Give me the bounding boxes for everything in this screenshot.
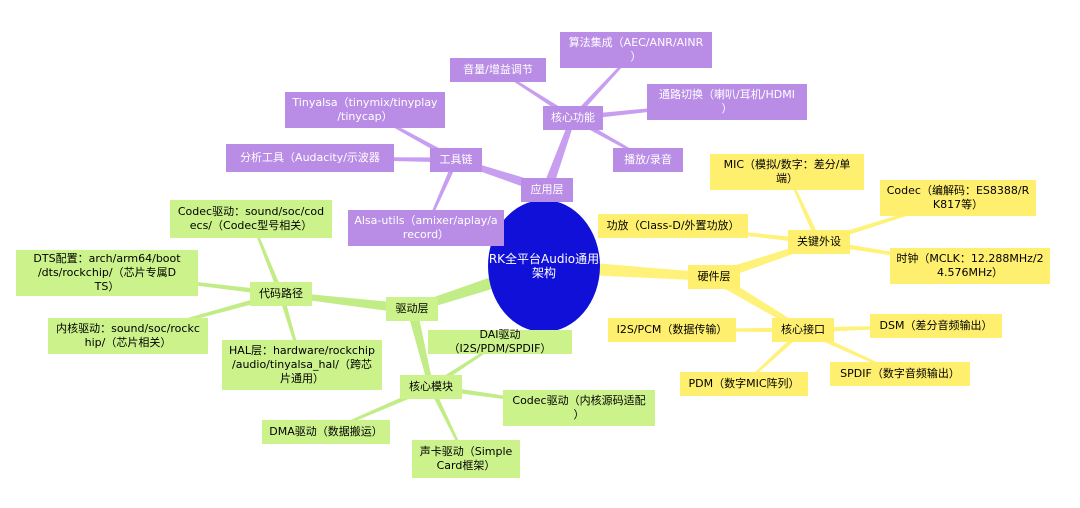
dsm-node[interactable]: DSM（差分音频输出） (870, 314, 1002, 338)
driver-layer-node[interactable]: 驱动层 (386, 297, 438, 321)
pdm-node[interactable]: PDM（数字MIC阵列） (680, 372, 808, 396)
key-peripherals-node[interactable]: 关键外设 (788, 230, 850, 254)
play-record-node[interactable]: 播放/录音 (613, 148, 683, 172)
core-interfaces-node[interactable]: 核心接口 (772, 318, 834, 342)
clock-node[interactable]: 时钟（MCLK：12.288MHz/2 4.576MHz） (890, 248, 1050, 284)
codec-chip-node[interactable]: Codec（编解码：ES8388/R K817等） (880, 180, 1036, 216)
dma-driver-node[interactable]: DMA驱动（数据搬运） (262, 420, 390, 444)
path-switch-node[interactable]: 通路切换（喇叭/耳机/HDMI ） (647, 84, 807, 120)
i2s-pcm-node[interactable]: I2S/PCM（数据传输） (608, 318, 736, 342)
mic-node[interactable]: MIC（模拟/数字：差分/单 端） (710, 154, 864, 190)
code-paths-node[interactable]: 代码路径 (250, 282, 312, 306)
kernel-driver-node[interactable]: 内核驱动：sound/soc/rockc hip/（芯片相关） (48, 318, 208, 354)
hal-layer-node[interactable]: HAL层：hardware/rockchip /audio/tinyalsa_h… (222, 340, 382, 390)
connector-pdm-node (743, 328, 805, 385)
tinyalsa-node[interactable]: Tinyalsa（tinymix/tinyplay /tinycap） (285, 92, 445, 128)
core-modules-node[interactable]: 核心模块 (400, 375, 462, 399)
core-functions-node[interactable]: 核心功能 (543, 106, 603, 130)
central-topic[interactable]: RK全平台Audio通用架构 (488, 200, 600, 332)
algorithm-integration-node[interactable]: 算法集成（AEC/ANR/AINR ） (560, 32, 712, 68)
toolchain-node[interactable]: 工具链 (430, 148, 482, 172)
analysis-tools-node[interactable]: 分析工具（Audacity/示波器 (226, 144, 394, 172)
codec-driver-node[interactable]: Codec驱动（内核源码适配 ） (503, 390, 655, 426)
connector-core-modules-node (407, 307, 434, 388)
connector-core-functions-node (542, 117, 576, 192)
alsa-utils-node[interactable]: Alsa-utils（amixer/aplay/a record） (348, 210, 504, 246)
hardware-layer-node[interactable]: 硬件层 (688, 265, 740, 289)
dai-driver-node[interactable]: DAI驱动（I2S/PDM/SPDIF） (428, 328, 572, 355)
sound-card-driver-node[interactable]: 声卡驱动（Simple Card框架） (412, 440, 520, 478)
codec-driver-path-node[interactable]: Codec驱动：sound/soc/cod ecs/（Codec型号相关） (170, 200, 332, 238)
amplifier-node[interactable]: 功放（Class-D/外置功放） (598, 214, 748, 238)
volume-gain-node[interactable]: 音量/增益调节 (450, 58, 546, 82)
connector-code-paths-node (280, 291, 413, 314)
spdif-node[interactable]: SPDIF（数字音频输出） (830, 362, 970, 386)
app-layer-node[interactable]: 应用层 (521, 178, 573, 202)
dts-config-node[interactable]: DTS配置：arch/arm64/boot /dts/rockchip/（芯片专… (16, 250, 198, 296)
